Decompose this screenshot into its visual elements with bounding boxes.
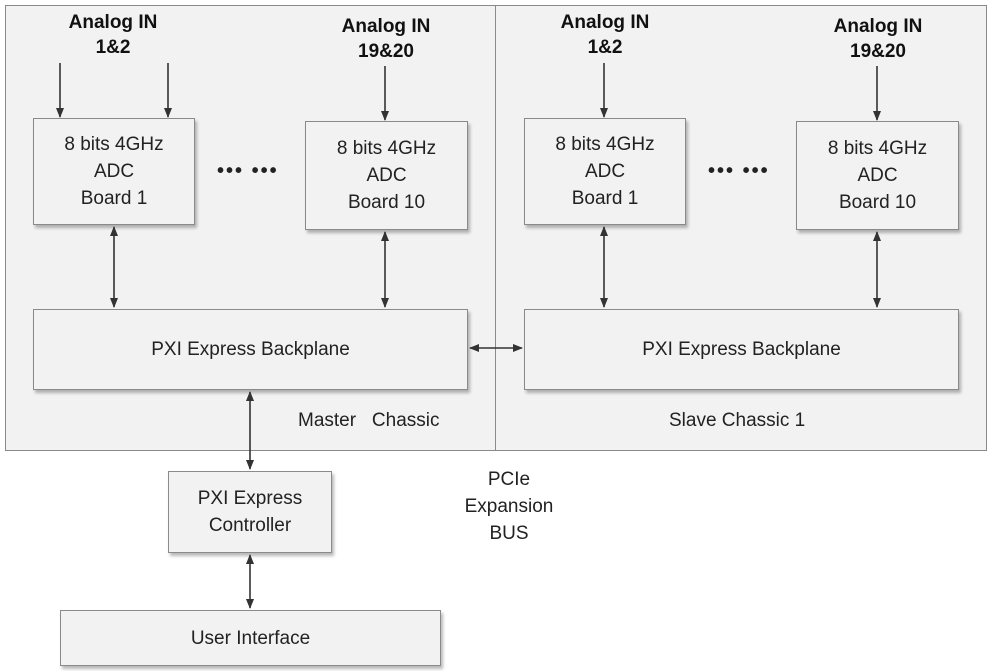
slave-adc-board-1: 8 bits 4GHz ADC Board 1: [524, 118, 686, 225]
slave-adc-board-10: 8 bits 4GHz ADC Board 10: [796, 121, 959, 230]
slave-adc-board-10-line1: 8 bits 4GHz: [827, 138, 928, 159]
master-input-19-20-line2: 19&20: [358, 41, 414, 62]
master-adc-board-10: 8 bits 4GHz ADC Board 10: [305, 121, 468, 230]
master-input-1-2-label: Analog IN 1&2: [48, 10, 178, 60]
slave-adc-board-10-line3: Board 10: [838, 192, 917, 213]
master-ellipsis: ••• •••: [217, 160, 279, 182]
slave-input-19-20-line1: Analog IN: [833, 16, 923, 37]
pxi-express-controller: PXI Express Controller: [168, 471, 332, 553]
slave-input-19-20-line2: 19&20: [850, 41, 906, 62]
slave-adc-board-1-line3: Board 1: [571, 188, 639, 209]
slave-adc-board-1-line2: ADC: [584, 161, 626, 182]
controller-line2: Controller: [208, 515, 292, 536]
master-input-1-2-line1: Analog IN: [68, 12, 158, 33]
master-adc-board-1-line1: 8 bits 4GHz: [64, 134, 164, 155]
slave-input-19-20-label: Analog IN 19&20: [812, 14, 944, 64]
slave-adc-board-10-line2: ADC: [857, 165, 898, 186]
slave-input-1-2-label: Analog IN 1&2: [539, 10, 671, 60]
master-input-19-20-line1: Analog IN: [341, 16, 431, 37]
controller-line1: PXI Express: [197, 488, 303, 509]
pcie-bus-line2: Expansion: [464, 496, 554, 517]
pcie-bus-line3: BUS: [489, 523, 529, 544]
slave-ellipsis: ••• •••: [708, 160, 770, 182]
master-adc-board-10-line3: Board 10: [347, 192, 426, 213]
master-adc-board-1-line3: Board 1: [80, 188, 148, 209]
user-interface-box: User Interface: [60, 610, 441, 666]
master-input-1-2-line2: 1&2: [95, 37, 131, 58]
master-adc-board-10-line2: ADC: [366, 165, 407, 186]
slave-input-1-2-line1: Analog IN: [560, 12, 650, 33]
master-adc-board-1: 8 bits 4GHz ADC Board 1: [33, 118, 195, 225]
pcie-expansion-bus-label: PCIe Expansion BUS: [452, 466, 566, 547]
master-backplane: PXI Express Backplane: [33, 309, 468, 390]
slave-backplane: PXI Express Backplane: [524, 309, 959, 390]
master-chassis-label: Master Chassic: [298, 410, 440, 431]
slave-input-1-2-line2: 1&2: [587, 37, 623, 58]
master-input-19-20-label: Analog IN 19&20: [320, 14, 452, 64]
master-adc-board-10-line1: 8 bits 4GHz: [336, 138, 437, 159]
slave-chassis-label: Slave Chassic 1: [669, 410, 806, 431]
master-adc-board-1-line2: ADC: [93, 161, 135, 182]
slave-adc-board-1-line1: 8 bits 4GHz: [555, 134, 655, 155]
pcie-bus-line1: PCIe: [487, 469, 531, 490]
